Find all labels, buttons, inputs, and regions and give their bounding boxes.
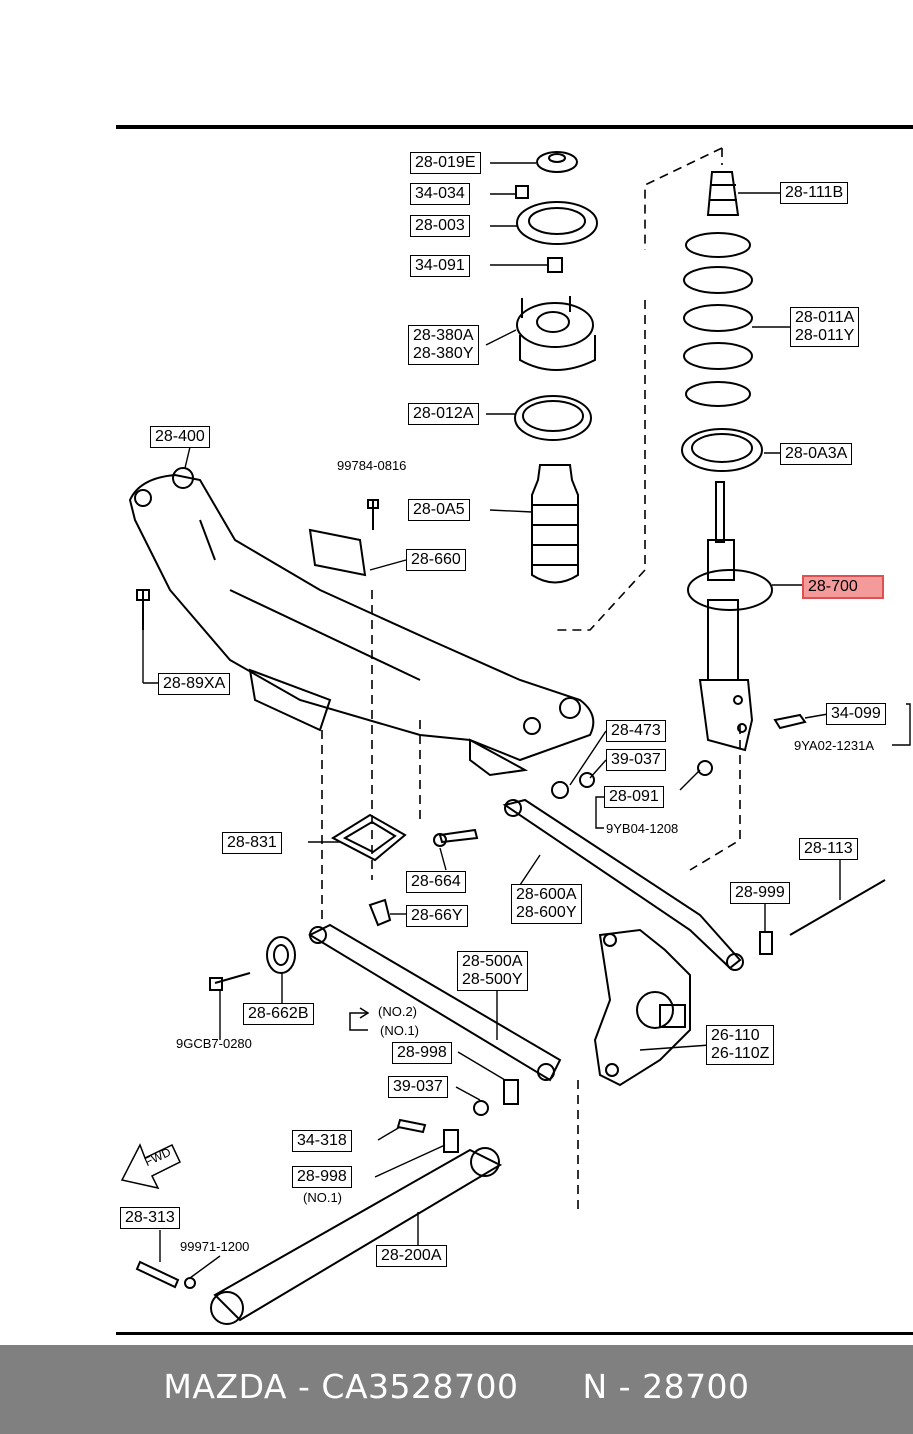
dust-boot xyxy=(531,464,579,584)
trailing-arm-28-200A xyxy=(210,1147,503,1325)
nut-28-091 xyxy=(697,760,713,776)
label-28-600: 28-600A 28-600Y xyxy=(511,884,582,924)
note-99971-1200: 99971-1200 xyxy=(180,1239,250,1254)
note-no1: (NO.1) xyxy=(380,1023,419,1038)
bottom-rule xyxy=(116,1332,913,1335)
label-28-0A5: 28-0A5 xyxy=(408,499,470,521)
label-28-660: 28-660 xyxy=(406,549,466,571)
footer-caption: MAZDA - CA3528700 N - 28700 xyxy=(0,1367,913,1406)
label-34-091: 34-091 xyxy=(410,255,470,277)
label-28-019E: 28-019E xyxy=(410,152,481,174)
label-28-831: 28-831 xyxy=(222,832,282,854)
plate-28-998b xyxy=(443,1129,459,1153)
label-28-113: 28-113 xyxy=(799,838,858,860)
label-28-200A: 28-200A xyxy=(376,1245,447,1267)
trailing-link-28-600 xyxy=(502,798,744,971)
label-28-998-a: 28-998 xyxy=(392,1042,452,1064)
bolt-9GCB7 xyxy=(209,972,251,991)
footer-separator: - xyxy=(297,1367,311,1406)
plate-28-831 xyxy=(330,813,407,862)
label-34-318: 34-318 xyxy=(292,1130,352,1152)
bolt-28-664 xyxy=(433,828,479,847)
label-28-89XA: 28-89XA xyxy=(158,673,231,695)
footer-bar: MAZDA - CA3528700 N - 28700 xyxy=(0,1345,913,1434)
label-28-313: 28-313 xyxy=(120,1207,180,1229)
label-28-600A: 28-600A 28-600Y xyxy=(516,886,577,921)
nut-39-037a xyxy=(579,772,595,788)
bolt-99784 xyxy=(367,499,379,530)
lateral-link-28-500 xyxy=(307,923,562,1082)
label-28-0A3A: 28-0A3A xyxy=(780,443,853,465)
note-9YA02-1231A: 9YA02-1231A xyxy=(794,738,874,753)
footer-brand: MAZDA xyxy=(163,1367,287,1406)
label-28-380A: 28-380A 28-380Y xyxy=(413,327,474,362)
bolt-34-318 xyxy=(396,1118,427,1134)
label-28-500A: 28-500A 28-500Y xyxy=(462,953,523,988)
bump-cap xyxy=(536,151,578,173)
bracket-28-660 xyxy=(308,528,367,577)
label-39-037-a: 39-037 xyxy=(606,749,666,771)
nut-second xyxy=(547,257,563,273)
bolt-28-313 xyxy=(135,1260,180,1289)
label-28-662B: 28-662B xyxy=(243,1003,314,1025)
label-26-110: 26-110 26-110Z xyxy=(706,1025,775,1065)
label-28-999: 28-999 xyxy=(730,882,790,904)
note-9GCB7-0280: 9GCB7-0280 xyxy=(176,1036,252,1051)
label-28-003: 28-003 xyxy=(410,215,470,237)
label-28-091: 28-091 xyxy=(604,786,664,808)
parts-drawing xyxy=(120,147,911,1325)
nut-39-037b xyxy=(473,1100,489,1116)
note-9YB04-1208: 9YB04-1208 xyxy=(606,821,679,836)
fwd-arrow xyxy=(120,1143,181,1190)
bracket-28-66Y xyxy=(368,898,392,927)
label-28-500: 28-500A 28-500Y xyxy=(457,951,528,991)
plate-28-998a xyxy=(503,1079,519,1105)
washer-28-999 xyxy=(759,931,773,955)
spring-seat-plate xyxy=(516,201,598,245)
note-no2: (NO.2) xyxy=(378,1004,417,1019)
label-28-66Y: 28-66Y xyxy=(406,905,468,927)
label-28-664: 28-664 xyxy=(406,871,466,893)
bump-stop xyxy=(706,171,740,216)
bolt-28-89XA xyxy=(136,589,150,630)
parts-diagram: 28-019E 34-034 28-003 34-091 28-380A 28-… xyxy=(116,125,913,1335)
strut-mount xyxy=(516,296,596,371)
bushing-28-662B xyxy=(266,936,296,974)
note-no1-b: (NO.1) xyxy=(303,1190,342,1205)
knuckle-26-110 xyxy=(593,928,691,1087)
footer-oem-code: N - 28700 xyxy=(582,1367,750,1406)
insulator-ring xyxy=(514,395,592,441)
label-34-099: 34-099 xyxy=(826,703,886,725)
label-28-011A: 28-011A 28-011Y xyxy=(795,309,855,344)
washer-28-473 xyxy=(551,781,569,799)
bolt-34-099 xyxy=(773,713,807,730)
label-28-380: 28-380A 28-380Y xyxy=(408,325,479,365)
clip-99971 xyxy=(184,1277,196,1289)
bolt-28-113 xyxy=(789,879,886,936)
label-28-998-b: 28-998 xyxy=(292,1166,352,1188)
shock-absorber xyxy=(687,481,773,752)
coil-spring xyxy=(683,232,753,407)
label-28-473: 28-473 xyxy=(606,720,666,742)
label-28-400: 28-400 xyxy=(150,426,210,448)
label-26-110Z: 26-110 26-110Z xyxy=(711,1027,770,1062)
label-28-012A: 28-012A xyxy=(408,403,479,425)
label-28-111B: 28-111B xyxy=(780,182,849,204)
label-28-700-highlighted: 28-700 xyxy=(802,575,884,599)
label-39-037-b: 39-037 xyxy=(388,1076,448,1098)
nut-top xyxy=(515,185,529,199)
spring-seat-lower xyxy=(681,428,763,472)
note-99784-0816: 99784-0816 xyxy=(337,458,407,473)
crossmember xyxy=(128,467,595,777)
footer-part-number: CA3528700 xyxy=(321,1367,519,1406)
label-34-034: 34-034 xyxy=(410,183,470,205)
label-28-011: 28-011A 28-011Y xyxy=(790,307,860,347)
top-rule xyxy=(116,125,913,129)
